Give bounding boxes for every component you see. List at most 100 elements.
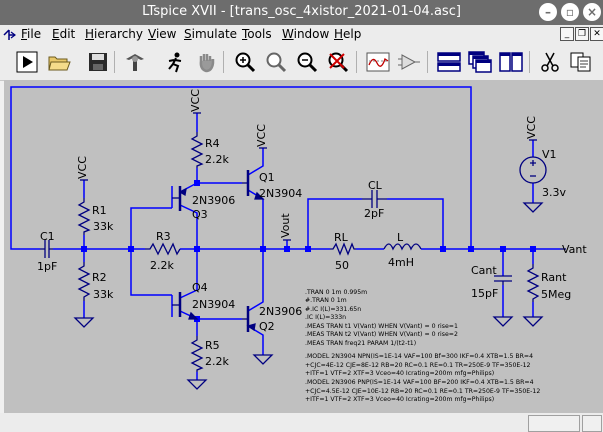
toolbar bbox=[0, 45, 603, 81]
directive-line[interactable]: .IC I(L)=333n bbox=[305, 314, 346, 321]
vout-net-label: Vout bbox=[279, 213, 292, 238]
directive-line[interactable]: .MEAS TRAN t2 V(Vant) WHEN V(Vant) = 0 r… bbox=[305, 331, 458, 338]
cut-icon[interactable] bbox=[537, 49, 563, 75]
r3-value: 2.2k bbox=[150, 259, 174, 272]
tile-vertical-icon[interactable] bbox=[498, 49, 524, 75]
rl-name: RL bbox=[334, 231, 349, 244]
net-label-flags bbox=[283, 239, 566, 250]
menu-hierarchy[interactable]: Hierarchy bbox=[85, 27, 144, 41]
vant-net-label: Vant bbox=[562, 243, 587, 256]
title-bar: LTspice XVII - [trans_osc_4xistor_2021-0… bbox=[0, 0, 603, 25]
q3-model: 2N3906 bbox=[192, 194, 235, 207]
zoom-out-icon[interactable] bbox=[294, 49, 320, 75]
menu-simulate[interactable]: Simulate bbox=[184, 27, 238, 41]
menu-help[interactable]: Help bbox=[334, 27, 362, 41]
waveform-icon[interactable] bbox=[365, 49, 391, 75]
voltage-source-v1[interactable] bbox=[519, 156, 547, 184]
menu-bar: File Edit Hierarchy View Simulate Tools … bbox=[0, 25, 603, 45]
zoom-area-icon[interactable] bbox=[263, 49, 289, 75]
resistor-rant[interactable] bbox=[526, 264, 540, 302]
halt-icon[interactable] bbox=[162, 49, 188, 75]
transistor-q3[interactable] bbox=[172, 186, 187, 211]
transistor-q1[interactable] bbox=[242, 170, 265, 200]
capacitor-cl[interactable] bbox=[362, 190, 387, 208]
model-line[interactable]: +ITF=1 VTF=2 XTF=3 Vceo=40 Icrating=200m… bbox=[305, 396, 494, 403]
menu-file[interactable]: File bbox=[21, 27, 42, 41]
q3-name: Q3 bbox=[192, 208, 208, 221]
resistor-r4[interactable] bbox=[190, 132, 204, 168]
transistor-q4[interactable] bbox=[172, 292, 199, 320]
status-panel bbox=[528, 415, 580, 432]
resistor-r5[interactable] bbox=[190, 336, 204, 372]
menu-edit[interactable]: Edit bbox=[52, 27, 76, 41]
control-panel-icon[interactable] bbox=[122, 49, 148, 75]
resistor-r3[interactable] bbox=[145, 242, 181, 256]
l-name: L bbox=[397, 231, 404, 244]
v1-name: V1 bbox=[542, 148, 557, 161]
restore-button[interactable]: ▫ bbox=[561, 3, 579, 21]
resistor-r2[interactable] bbox=[77, 262, 91, 301]
vcc-label-v1: VCC bbox=[525, 116, 538, 139]
directive-line[interactable]: #.TRAN 0 1m bbox=[305, 297, 347, 304]
ground-symbols bbox=[73, 202, 544, 390]
zoom-in-icon[interactable] bbox=[232, 49, 258, 75]
capacitor-c1[interactable] bbox=[40, 240, 53, 258]
resistor-r1[interactable] bbox=[77, 198, 91, 235]
component-icon[interactable] bbox=[396, 49, 422, 75]
r5-name: R5 bbox=[205, 339, 220, 352]
model-line[interactable]: .MODEL 2N3906 PNP(IS=1E-14 VAF=100 BF=20… bbox=[305, 379, 534, 386]
q4-model: 2N3904 bbox=[192, 298, 235, 311]
l-value: 4mH bbox=[388, 256, 414, 269]
directive-line[interactable]: .MEAS TRAN freq21 PARAM 1/(t2-t1) bbox=[305, 340, 416, 347]
model-line[interactable]: +CJC=4E-12 CJE=8E-12 RB=20 RC=0.1 RE=0.1… bbox=[305, 362, 531, 369]
rl-value: 50 bbox=[335, 259, 349, 272]
menu-view[interactable]: View bbox=[148, 27, 177, 41]
directive-line[interactable]: .TRAN 0 1m 0.995m bbox=[305, 289, 367, 296]
directive-line[interactable]: .MEAS TRAN t1 V(Vant) WHEN V(Vant) = 0 r… bbox=[305, 323, 458, 330]
r5-value: 2.2k bbox=[205, 355, 229, 368]
vcc-label-r4: VCC bbox=[189, 89, 202, 112]
cascade-icon[interactable] bbox=[467, 49, 493, 75]
v1-value: 3.3v bbox=[542, 186, 566, 199]
window-title: LTspice XVII - [trans_osc_4xistor_2021-0… bbox=[142, 4, 461, 19]
resistor-rl[interactable] bbox=[330, 242, 356, 256]
mdi-close-button[interactable]: ✕ bbox=[590, 27, 603, 41]
r4-value: 2.2k bbox=[205, 153, 229, 166]
pan-hand-icon[interactable] bbox=[193, 49, 219, 75]
junction-dots bbox=[81, 180, 536, 322]
save-icon[interactable] bbox=[85, 49, 111, 75]
minimize-button[interactable]: – bbox=[539, 3, 557, 21]
model-line[interactable]: +ITF=1 VTF=2 XTF=3 Vceo=40 Icrating=200m… bbox=[305, 370, 494, 377]
q1-model: 2N3904 bbox=[259, 187, 302, 200]
ltspice-app-icon[interactable] bbox=[2, 28, 16, 42]
open-icon[interactable] bbox=[46, 49, 72, 75]
copy-icon[interactable] bbox=[568, 49, 594, 75]
q2-name: Q2 bbox=[259, 320, 275, 333]
mdi-minimize-button[interactable]: _ bbox=[560, 27, 574, 41]
inductor-l[interactable] bbox=[383, 243, 422, 251]
menu-window[interactable]: Window bbox=[282, 27, 330, 41]
transistor-q2[interactable] bbox=[242, 306, 256, 332]
capacitor-cant[interactable] bbox=[494, 275, 512, 285]
model-line[interactable]: .MODEL 2N3904 NPN(IS=1E-14 VAF=100 Bf=30… bbox=[305, 353, 533, 360]
c1-value: 1pF bbox=[37, 260, 57, 273]
q4-name: Q4 bbox=[192, 281, 208, 294]
q2-model: 2N3906 bbox=[259, 305, 302, 318]
q1-name: Q1 bbox=[259, 171, 275, 184]
status-bar bbox=[0, 413, 603, 432]
menu-tools[interactable]: Tools bbox=[242, 27, 272, 41]
cant-name: Cant bbox=[471, 264, 497, 277]
cl-value: 2pF bbox=[364, 207, 384, 220]
rant-name: Rant bbox=[541, 271, 567, 284]
r3-name: R3 bbox=[156, 230, 171, 243]
directive-line[interactable]: #.IC I(L)=331.65n bbox=[305, 306, 361, 313]
r2-value: 33k bbox=[93, 288, 114, 301]
zoom-cancel-icon[interactable] bbox=[325, 49, 351, 75]
model-line[interactable]: +CJC=4.5E-12 CJE=10E-12 RB=20 RC=0.1 RE=… bbox=[305, 388, 540, 395]
tile-horizontal-icon[interactable] bbox=[436, 49, 462, 75]
schematic-canvas[interactable]: VCC VCC VCC VCC Vout Vant C1 1pF R1 33k … bbox=[4, 80, 603, 413]
run-icon[interactable] bbox=[14, 49, 40, 75]
close-button[interactable]: × bbox=[583, 3, 601, 21]
vcc-flags bbox=[80, 112, 537, 181]
mdi-restore-button[interactable]: ❐ bbox=[575, 27, 589, 41]
